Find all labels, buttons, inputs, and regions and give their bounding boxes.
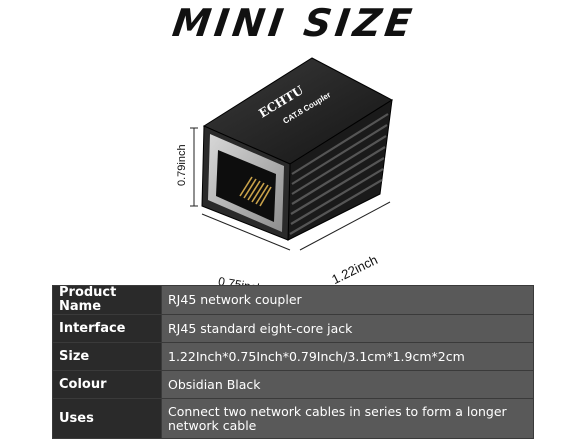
jack-pins: [239, 176, 272, 207]
page-title: MINI SIZE: [169, 1, 419, 45]
spec-value: Obsidian Black: [161, 370, 534, 399]
table-row: Colour Obsidian Black: [52, 370, 534, 399]
spec-label: Product Name: [52, 285, 162, 315]
height-dimension: 0.79inch: [176, 144, 188, 186]
spec-label: Interface: [52, 314, 162, 343]
table-row: Uses Connect two network cables in serie…: [52, 398, 534, 439]
spec-label: Uses: [52, 398, 162, 439]
spec-value: Connect two network cables in series to …: [161, 398, 534, 439]
coupler-illustration: ECHTU CAT.8 Coupler: [190, 57, 394, 251]
spec-value: RJ45 network coupler: [161, 285, 534, 315]
dimension-lines: [190, 127, 391, 251]
spec-table: Product Name RJ45 network coupler Interf…: [52, 285, 534, 439]
spec-label: Size: [52, 342, 162, 371]
coupler-ribs: [289, 113, 389, 235]
table-row: Size 1.22Inch*0.75Inch*0.79Inch/3.1cm*1.…: [52, 342, 534, 371]
product-image: ECHTU CAT.8 Coupler 0.79inch 0.75inch 1.…: [0, 46, 588, 296]
spec-value: 1.22Inch*0.75Inch*0.79Inch/3.1cm*1.9cm*2…: [161, 342, 534, 371]
spec-value: RJ45 standard eight-core jack: [161, 314, 534, 343]
table-row: Product Name RJ45 network coupler: [52, 285, 534, 315]
spec-label: Colour: [52, 370, 162, 399]
table-row: Interface RJ45 standard eight-core jack: [52, 314, 534, 343]
